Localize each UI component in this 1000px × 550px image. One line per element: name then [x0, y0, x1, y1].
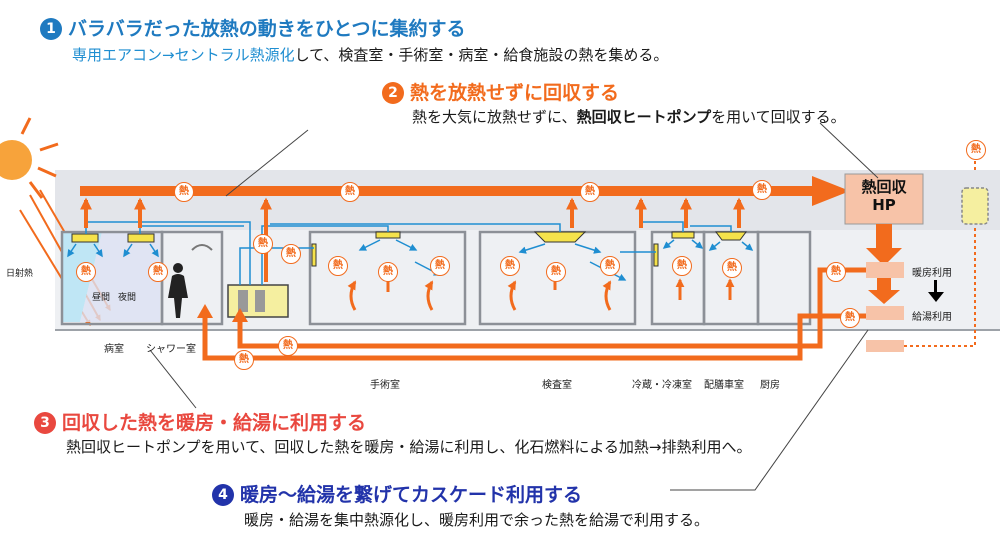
- section1-title-text: バラバラだった放熱の動きをひとつに集約する: [68, 18, 466, 40]
- shower-head-icon: [191, 244, 213, 251]
- sun-icon: [0, 117, 59, 199]
- wall-unit: [653, 243, 659, 267]
- section1-title: 1 バラバラだった放熱の動きをひとつに集約する: [40, 14, 465, 41]
- ceiling-ac-unit: [375, 231, 401, 239]
- section1-desc-prefix: 専用エアコン→セントラル熱源化: [72, 46, 295, 64]
- heating-use-label: 暖房利用: [912, 268, 952, 279]
- sunlight-label: 日射熱: [6, 269, 34, 279]
- hotwater-use-label: 給湯利用: [912, 312, 952, 323]
- section1-number: 1: [40, 18, 62, 40]
- section1-desc: 専用エアコン→セントラル熱源化して、検査室・手術室・病室・給食施設の熱を集める。: [72, 44, 668, 65]
- ceiling-ac-unit: [715, 231, 747, 241]
- section2-desc-bold: 熱回収ヒートポンプ: [576, 108, 712, 126]
- section2-desc: 熱を大気に放熱せずに、熱回収ヒートポンプを用いて回収する。: [412, 106, 846, 127]
- hp-label-line2: HP: [872, 196, 896, 214]
- hp-label-line1: 熱回収: [861, 178, 907, 196]
- daytime-label: 昼間: [92, 293, 111, 303]
- room-label-ward: 病室: [104, 344, 124, 355]
- section3-number: 3: [34, 412, 56, 434]
- section4-title-text: 暖房～給湯を繋げてカスケード利用する: [240, 484, 583, 506]
- room-label-surgery: 手術室: [370, 380, 400, 391]
- room-kitchen: [756, 230, 812, 326]
- drain-box: [866, 340, 904, 352]
- hotwater-box: [866, 306, 904, 320]
- section2-desc-prefix: 熱を大気に放熱せずに、: [412, 108, 577, 126]
- section3-title-text: 回収した熱を暖房・給湯に利用する: [62, 412, 367, 434]
- ceiling-ac-unit: [71, 233, 99, 243]
- section2-number: 2: [382, 82, 404, 104]
- section1-desc-suffix: して、検査室・手術室・病室・給食施設の熱を集める。: [294, 46, 669, 64]
- section4-title: 4 暖房～給湯を繋げてカスケード利用する: [212, 480, 582, 507]
- section3-title: 3 回収した熱を暖房・給湯に利用する: [34, 408, 366, 435]
- main-heat-arrow: [80, 176, 850, 206]
- section2-title-text: 熱を放熱せずに回収する: [410, 82, 620, 104]
- room-label-exam: 検査室: [542, 380, 572, 391]
- wall-unit: [311, 243, 317, 267]
- hp-label: 熱回収 HP: [845, 178, 923, 214]
- section2-title: 2 熱を放熱せずに回収する: [382, 78, 619, 105]
- room-label-fridge: 冷蔵・冷凍室: [632, 380, 692, 391]
- room-label-shower: シャワー室: [146, 344, 196, 355]
- heat-recovery-hp-box: [844, 173, 924, 225]
- hot-water-tank: [961, 187, 989, 225]
- ceiling-ac-unit: [671, 231, 695, 239]
- night-label: 夜間: [118, 293, 137, 303]
- heating-box: [866, 262, 904, 278]
- ceiling-ac-unit: [127, 233, 155, 243]
- room-label-kitchen: 厨房: [760, 380, 780, 391]
- person-icon: [168, 263, 188, 318]
- section4-number: 4: [212, 484, 234, 506]
- room-label-serving: 配膳車室: [704, 380, 744, 391]
- section3-desc: 熱回収ヒートポンプを用いて、回収した熱を暖房・給湯に利用し、化石燃料による加熱→…: [66, 438, 752, 456]
- section4-desc: 暖房・給湯を集中熱源化し、暖房利用で余った熱を給湯で利用する。: [244, 511, 710, 529]
- building-ceiling: [55, 170, 1000, 230]
- ceiling-ac-unit: [533, 231, 587, 243]
- section2-desc-suffix: を用いて回収する。: [711, 108, 846, 126]
